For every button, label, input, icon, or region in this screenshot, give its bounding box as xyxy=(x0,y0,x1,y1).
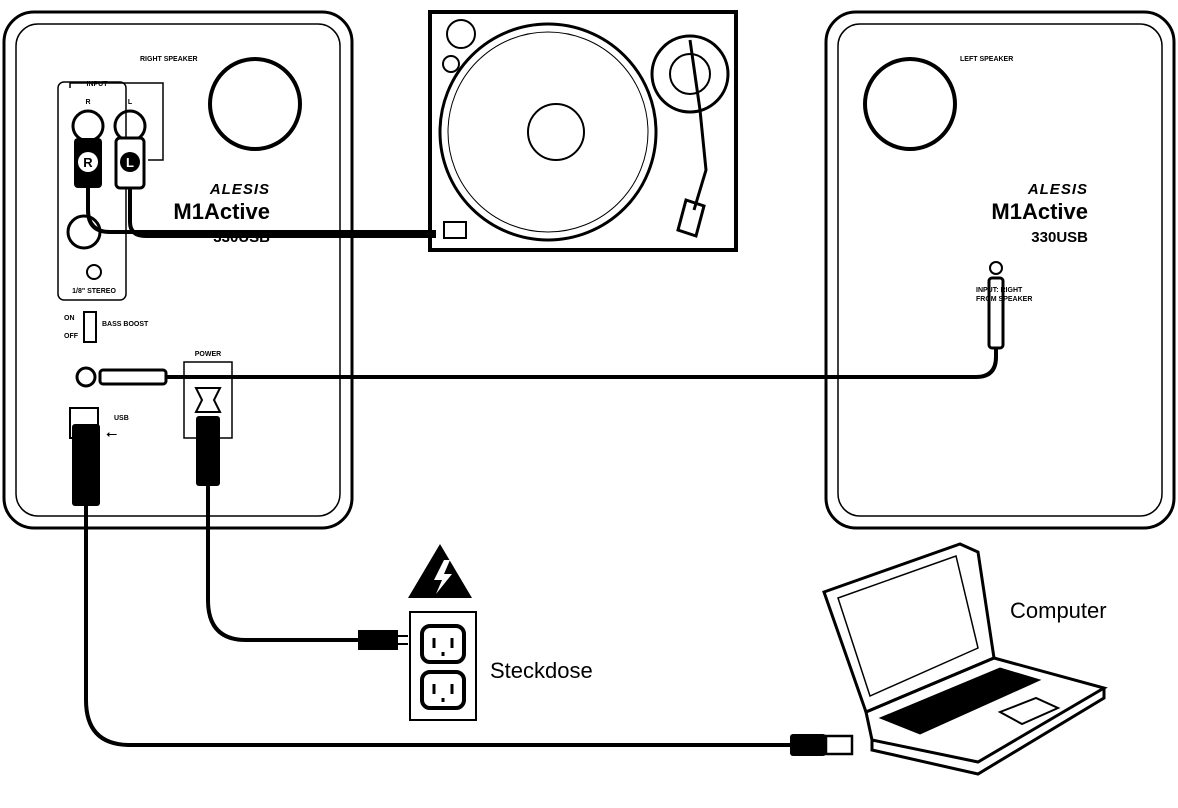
turntable-platter-edge xyxy=(447,31,649,233)
left-speaker-input-label-a: INPUT: RIGHT xyxy=(976,287,1023,294)
right-speaker: RIGHT SPEAKER INPUT R L R L 1/8" STEREO … xyxy=(2,10,354,530)
power-plug xyxy=(196,416,220,486)
right-speaker-brand: ALESIS xyxy=(209,181,270,198)
power-cable-plug xyxy=(358,630,398,650)
jack-r-label: R xyxy=(85,99,90,106)
turntable xyxy=(428,10,738,252)
tonearm-base xyxy=(650,34,730,114)
stereo-label: 1/8" STEREO xyxy=(72,288,116,295)
laptop-screen-frame xyxy=(822,542,996,715)
outlet-plate xyxy=(409,611,477,721)
right-speaker-model: M1Active xyxy=(173,199,270,224)
tonearm-headshell xyxy=(676,198,706,238)
power-cable-prongs xyxy=(398,635,408,645)
outlet-socket-bottom xyxy=(420,670,466,710)
laptop-computer: Computer xyxy=(822,542,1108,776)
switch-off-label: OFF xyxy=(64,333,79,340)
usb-a-plug-tip xyxy=(824,734,854,756)
left-speaker-brand: ALESIS xyxy=(1027,181,1088,198)
lightning-bolt-icon xyxy=(434,560,452,594)
turntable-body xyxy=(428,10,738,252)
usb-cable xyxy=(84,506,790,747)
wall-outlet: Steckdose xyxy=(408,544,593,721)
usb-a-plug-body xyxy=(790,734,826,756)
left-speaker-port xyxy=(863,57,957,151)
speaker-link-cable xyxy=(166,348,998,379)
power-socket xyxy=(194,387,222,413)
usb-icon: ⭠ xyxy=(106,425,117,441)
left-speaker-model-sub: 330USB xyxy=(1031,229,1088,246)
tonearm xyxy=(688,39,708,211)
laptop-base xyxy=(864,656,1108,764)
laptop-base-edge xyxy=(870,688,1106,776)
laptop-trackpad xyxy=(997,696,1061,726)
speaker-out-jack xyxy=(75,366,97,388)
right-speaker-label: RIGHT SPEAKER xyxy=(140,56,198,63)
laptop-keyboard xyxy=(878,667,1042,735)
right-speaker-outer-frame xyxy=(2,10,354,530)
turntable-knob-a xyxy=(446,19,476,49)
rca-plug-r-letter: R xyxy=(83,155,93,170)
computer-label: Computer xyxy=(1010,598,1107,623)
left-speaker-outer-frame xyxy=(824,10,1176,530)
tonearm-pivot xyxy=(669,53,711,95)
outlet-bottom-slots xyxy=(432,684,454,702)
rca-cable-r xyxy=(86,188,436,234)
left-speaker-model: M1Active xyxy=(991,199,1088,224)
turntable-label xyxy=(527,103,585,161)
jack-l-label: L xyxy=(128,99,133,106)
usb-b-plug xyxy=(72,424,100,506)
left-speaker-inner-frame xyxy=(837,23,1163,517)
turntable-platter xyxy=(438,22,658,242)
laptop-screen xyxy=(837,555,979,698)
stereo-jack-housing xyxy=(66,214,102,250)
rca-plug-r-badge xyxy=(78,152,98,172)
cables xyxy=(84,188,998,756)
rca-jack-r xyxy=(71,109,105,143)
input-panel xyxy=(57,81,127,301)
left-speaker-label: LEFT SPEAKER xyxy=(960,56,1013,63)
turntable-output-jack xyxy=(443,221,467,239)
left-speaker-input-jack xyxy=(989,261,1003,275)
outlet-label: Steckdose xyxy=(490,658,593,683)
turntable-knob-b xyxy=(442,55,460,73)
rca-plug-l-letter: L xyxy=(126,155,134,170)
outlet-top-slots xyxy=(432,638,454,656)
usb-label: USB xyxy=(114,415,129,422)
speaker-out-plug xyxy=(98,368,168,386)
input-bracket xyxy=(69,82,164,161)
power-label: POWER xyxy=(195,351,221,358)
input-label: INPUT xyxy=(87,81,109,88)
bass-boost-label: BASS BOOST xyxy=(102,321,149,328)
rca-cable-l xyxy=(128,188,436,238)
left-speaker: LEFT SPEAKER ALESIS M1Active 330USB INPU… xyxy=(824,10,1176,530)
power-cable xyxy=(206,486,358,642)
rca-plug-l-badge xyxy=(120,152,140,172)
right-speaker-port xyxy=(208,57,302,151)
stereo-jack xyxy=(86,264,102,280)
right-speaker-inner-frame xyxy=(15,23,341,517)
outlet-socket-top xyxy=(420,624,466,664)
bass-boost-switch xyxy=(83,311,97,343)
switch-on-label: ON xyxy=(64,315,75,322)
